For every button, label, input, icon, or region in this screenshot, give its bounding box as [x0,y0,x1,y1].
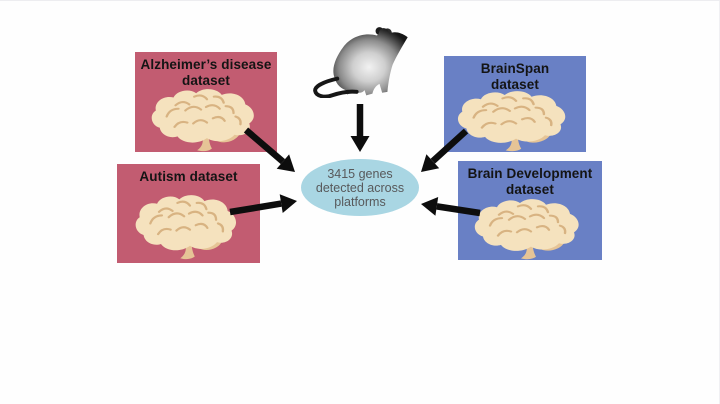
brain-icon [147,88,265,152]
dataset-label-line2: dataset [182,72,230,88]
dataset-label: Alzheimer’s disease dataset [141,57,272,88]
dataset-label: BrainSpan dataset [481,61,549,92]
arrow-mouse-to-center [350,104,370,152]
brain-icon [470,198,590,260]
dataset-label-line1: Autism dataset [139,169,238,184]
dataset-label-line1: Brain Development [467,166,593,181]
mouse-svg [313,27,408,99]
dataset-box-brain-development: Brain Development dataset [458,161,602,260]
dataset-label-line1: Alzheimer’s disease [140,57,272,72]
central-node-line2: detected across [315,180,405,195]
brain-icon [131,194,247,260]
dataset-box-autism: Autism dataset [117,164,260,263]
dataset-box-brainspan: BrainSpan dataset [444,56,586,152]
mouse-silhouette-icon [308,24,414,99]
central-node: 3415 genes detected across platforms [301,159,419,216]
brain-icon [453,90,577,152]
central-node-line3: platforms [334,194,386,209]
dataset-label-line2: dataset [506,181,554,197]
central-node-line1: 3415 genes [327,166,393,181]
dataset-label-line1: BrainSpan [480,61,550,76]
dataset-label: Autism dataset [139,169,237,185]
dataset-label-line2: dataset [491,76,539,92]
dataset-label: Brain Development dataset [468,166,593,197]
dataset-box-alzheimers: Alzheimer’s disease dataset [135,52,277,152]
